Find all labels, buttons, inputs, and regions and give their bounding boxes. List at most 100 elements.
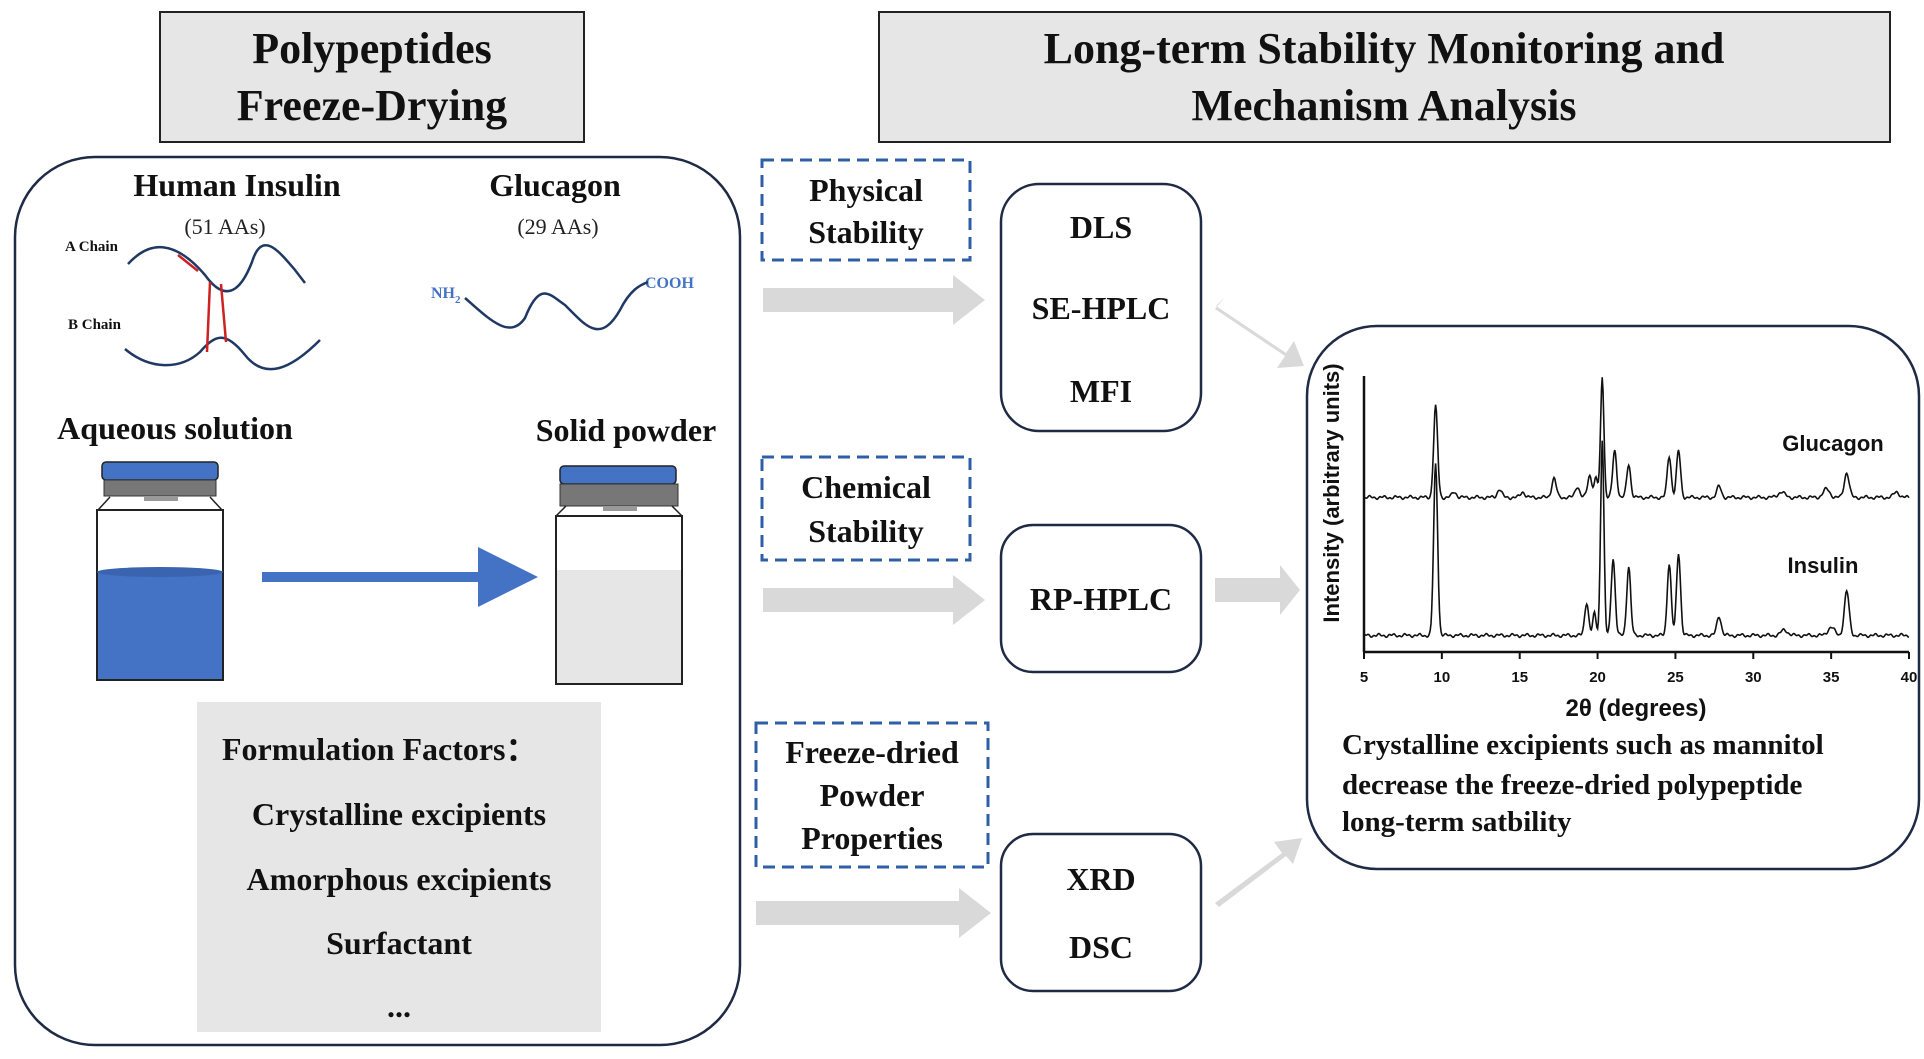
factor-item: Amorphous excipients — [247, 861, 552, 897]
arrow-chemical-to-methods — [763, 575, 985, 625]
physical-label-line1: Physical — [809, 172, 923, 208]
conclusion-line1: Crystalline excipients such as mannitol — [1342, 729, 1824, 761]
category-chemical: Chemical Stability — [760, 455, 972, 562]
aqueous-vial-icon — [96, 461, 224, 681]
arrow-chemical-to-results — [1215, 565, 1300, 615]
physical-methods-box — [999, 182, 1203, 433]
a-chain-strand — [127, 243, 306, 293]
right-header-line1: Long-term Stability Monitoring and — [1044, 24, 1725, 73]
category-physical: Physical Stability — [760, 158, 972, 262]
x-axis-ticks: 5 10 15 20 25 30 35 40 — [1360, 652, 1918, 686]
method-dls: DLS — [1070, 209, 1132, 245]
powder-vial-stopper — [559, 483, 679, 507]
right-header: Long-term Stability Monitoring and Mecha… — [878, 11, 1891, 143]
method-se-hplc: SE-HPLC — [1032, 290, 1171, 326]
conclusion-line3: long-term satbility — [1342, 806, 1572, 838]
left-header-line1: Polypeptides — [252, 24, 492, 73]
x-tick-label: 25 — [1667, 669, 1684, 686]
aqueous-solution-fill — [96, 571, 224, 681]
y-axis-title: Intensity (arbitrary units) — [1319, 363, 1344, 622]
arrow-physical-to-results — [1215, 297, 1304, 368]
powder-dashed-box — [754, 721, 990, 869]
factor-item: ... — [387, 988, 411, 1024]
insulin-structure-icon — [124, 243, 321, 371]
aqueous-vial-shoulder-right — [209, 496, 223, 511]
x-tick-label: 35 — [1823, 669, 1840, 686]
x-tick-label: 30 — [1745, 669, 1762, 686]
powder-vial-shoulder-right — [671, 505, 683, 517]
physical-dashed-box — [760, 158, 972, 262]
series-label-glucagon: Glucagon — [1782, 431, 1883, 456]
right-header-box — [878, 11, 1891, 143]
insulin-title: Human Insulin — [133, 167, 340, 203]
left-panel-frame — [13, 155, 742, 1047]
results-panel-frame — [1305, 324, 1921, 871]
aqueous-vial-cap — [101, 461, 219, 481]
insulin-aas: (51 AAs) — [184, 214, 265, 239]
glucagon-title: Glucagon — [489, 167, 621, 203]
method-rp-hplc: RP-HPLC — [1030, 581, 1172, 617]
methods-physical: DLS SE-HPLC MFI — [999, 182, 1203, 433]
aqueous-vial-neck — [144, 496, 178, 501]
glucagon-strand-icon — [464, 280, 649, 331]
chemical-label-line1: Chemical — [801, 469, 931, 505]
method-dsc: DSC — [1069, 929, 1133, 965]
conclusion-line2: decrease the freeze-dried polypeptide — [1342, 769, 1803, 801]
arrow-powder-to-results — [1215, 838, 1302, 907]
chemical-methods-box — [999, 523, 1203, 674]
factors-box — [197, 702, 601, 1032]
powder-methods-box — [999, 832, 1203, 993]
factor-item: Surfactant — [326, 925, 472, 961]
series-label-insulin: Insulin — [1788, 553, 1859, 578]
b-chain-strand — [124, 336, 321, 371]
aqueous-vial-stopper — [103, 479, 217, 497]
x-tick-label: 20 — [1589, 669, 1606, 686]
powder-label-line1: Freeze-dried — [785, 734, 959, 770]
factor-item: Crystalline excipients — [252, 796, 546, 832]
powder-vial-shoulder-left — [555, 505, 567, 517]
b-chain-label: B Chain — [68, 317, 122, 333]
powder-vial-icon — [555, 465, 683, 685]
methods-powder: XRD DSC — [999, 832, 1203, 993]
powder-label-line3: Properties — [801, 820, 943, 856]
method-xrd: XRD — [1066, 861, 1135, 897]
chemical-dashed-box — [760, 455, 972, 562]
method-mfi: MFI — [1070, 373, 1132, 409]
left-header-box — [159, 11, 585, 143]
series-line-insulin — [1363, 440, 1910, 639]
x-tick-label: 15 — [1511, 669, 1528, 686]
x-tick-label: 40 — [1901, 669, 1918, 686]
powder-vial-cap — [559, 465, 677, 485]
powder-label-line2: Powder — [820, 777, 925, 813]
category-powder: Freeze-dried Powder Properties — [754, 721, 990, 869]
intra-disulfide-bond — [177, 254, 199, 272]
powder-vial-neck — [603, 506, 637, 511]
glucagon-aas: (29 AAs) — [517, 214, 598, 239]
methods-chemical: RP-HPLC — [999, 523, 1203, 674]
arrow-physical-to-methods — [763, 275, 985, 325]
chemical-label-line2: Stability — [808, 513, 924, 549]
aqueous-label: Aqueous solution — [57, 410, 293, 446]
left-header-line2: Freeze-Drying — [237, 81, 507, 130]
disulfide-bond-1 — [205, 281, 212, 353]
x-tick-label: 10 — [1434, 669, 1451, 686]
aqueous-vial-shoulder-left — [97, 496, 111, 511]
powder-cake-fill — [557, 570, 681, 683]
arrow-powder-to-methods — [756, 888, 991, 938]
right-header-line2: Mechanism Analysis — [1191, 81, 1576, 130]
nh2-label: NH2 — [431, 285, 461, 306]
x-axis-title: 2θ (degrees) — [1565, 695, 1706, 722]
aqueous-solution-surface — [97, 567, 223, 577]
x-tick-label: 5 — [1360, 669, 1368, 686]
solid-label: Solid powder — [536, 412, 716, 448]
physical-label-line2: Stability — [808, 214, 924, 250]
left-header: Polypeptides Freeze-Drying — [159, 11, 585, 143]
cooh-label: COOH — [645, 275, 694, 292]
disulfide-bond-2 — [219, 283, 228, 343]
a-chain-label: A Chain — [65, 239, 119, 255]
series-line-glucagon — [1363, 377, 1910, 501]
